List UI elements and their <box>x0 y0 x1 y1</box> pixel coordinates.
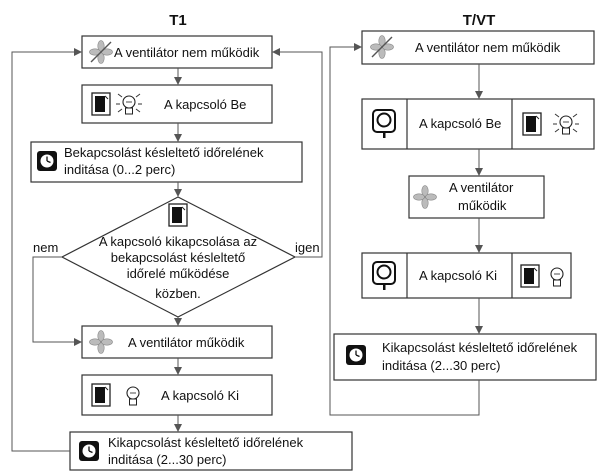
switch-icon <box>168 203 188 227</box>
switch-icon <box>522 112 542 136</box>
tvt-connectors <box>329 43 483 416</box>
switch-icon <box>91 92 111 116</box>
column-title-t1: T1 <box>169 12 187 29</box>
t1-decision-line-3: időrelé működése <box>127 266 230 281</box>
tvt-fan-off-box: A ventilátor nem működik <box>361 30 595 65</box>
t1-delay-off-label-1: Kikapcsolást késleltető időrelének <box>108 435 304 450</box>
t1-switch-on-box: A kapcsoló Be <box>81 84 273 124</box>
bulb-icon <box>116 93 142 115</box>
switch-icon <box>520 264 540 288</box>
t1-switch-on-label: A kapcsoló Be <box>164 97 246 112</box>
t1-fan-off-label: A ventilátor nem működik <box>114 45 260 60</box>
tvt-fan-on-box: A ventilátor működik <box>408 175 545 219</box>
branch-label-yes: igen <box>295 240 320 255</box>
t1-switch-off-box: A kapcsoló Ki <box>81 374 273 416</box>
fan-icon <box>370 35 394 59</box>
timer-icon <box>36 150 58 172</box>
column-title-tvt: T/VT <box>463 12 496 29</box>
tvt-fan-on-label-1: A ventilátor <box>449 180 514 195</box>
t1-delay-on-box: Bekapcsolást késleltető időrelének indit… <box>30 141 303 183</box>
t1-delay-off-box: Kikapcsolást késleltető időrelének indit… <box>69 431 353 471</box>
tvt-switch-on-box: A kapcsoló Be <box>361 98 595 150</box>
t1-decision-line-1: A kapcsoló kikapcsolása az <box>99 234 257 249</box>
t1-fan-on-label: A ventilátor működik <box>128 335 245 350</box>
tvt-switch-off-label: A kapcsoló Ki <box>419 268 497 283</box>
tvt-delay-off-label-2: inditása (2...30 perc) <box>382 358 501 373</box>
t1-fan-on-box: A ventilátor működik <box>81 325 273 359</box>
t1-delay-on-label-2: inditása (0...2 perc) <box>64 162 175 177</box>
tvt-switch-on-label: A kapcsoló Be <box>419 116 501 131</box>
t1-fan-off-box: A ventilátor nem működik <box>81 35 273 69</box>
t1-connectors <box>11 48 323 452</box>
tvt-delay-off-box: Kikapcsolást késleltető időrelének indit… <box>333 333 597 381</box>
t1-delay-on-label-1: Bekapcsolást késleltető időrelének <box>64 145 264 160</box>
tvt-switch-off-box: A kapcsoló Ki <box>361 252 572 299</box>
t1-decision-line-2: bekapcsolást késleltető <box>111 250 245 265</box>
t1-delay-off-label-2: inditása (2...30 perc) <box>108 452 227 467</box>
bulb-icon <box>553 113 579 135</box>
timer-icon <box>78 440 100 462</box>
timer-icon <box>345 344 367 366</box>
tvt-fan-off-label: A ventilátor nem működik <box>415 40 561 55</box>
switch-icon <box>91 383 111 407</box>
t1-switch-off-label: A kapcsoló Ki <box>161 388 239 403</box>
t1-decision-line-4: közben. <box>155 286 201 301</box>
t1-decision: A kapcsoló kikapcsolása az bekapcsolást … <box>60 196 297 318</box>
tvt-fan-on-label-2: működik <box>458 198 507 213</box>
branch-label-no: nem <box>33 240 58 255</box>
fan-icon <box>89 40 113 64</box>
tvt-delay-off-label-1: Kikapcsolást késleltető időrelének <box>382 340 578 355</box>
